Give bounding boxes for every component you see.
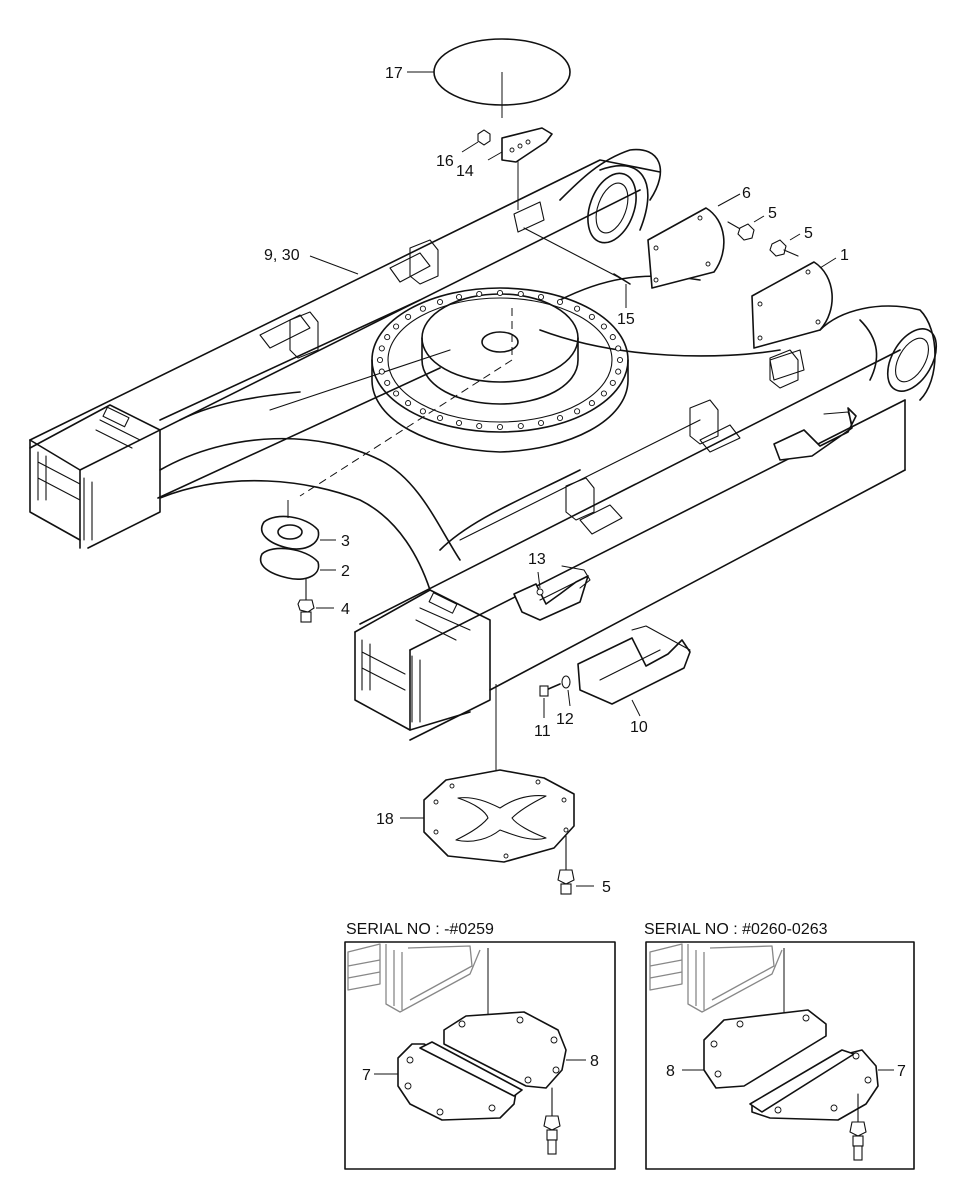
inset-left-callout-8: 8 bbox=[590, 1053, 599, 1070]
callout-3: 3 bbox=[341, 533, 350, 550]
ring-bolt-hole bbox=[419, 305, 426, 312]
callout-14: 14 bbox=[456, 163, 474, 180]
ring-bolt-hole bbox=[600, 390, 607, 397]
ring-bolt-hole bbox=[517, 290, 524, 298]
callout-9-30: 9, 30 bbox=[264, 247, 300, 264]
ring-bolt-hole bbox=[496, 423, 504, 431]
ring-bolt-hole bbox=[393, 390, 400, 397]
part-14-bracket bbox=[487, 127, 553, 210]
ring-bolt-hole bbox=[419, 408, 426, 415]
callout-4: 4 bbox=[341, 601, 350, 618]
ring-bolt-hole bbox=[556, 414, 564, 422]
ring-bolt-hole bbox=[378, 345, 385, 352]
ring-bolt-hole bbox=[405, 400, 412, 407]
part-5-bolt-c bbox=[557, 835, 594, 895]
inset-left-caption: SERIAL NO : -#0259 bbox=[346, 921, 494, 938]
part-10-step bbox=[577, 625, 691, 717]
ring-bolt-hole bbox=[616, 356, 624, 364]
inset-right: SERIAL NO : #0260-0263 8 7 bbox=[644, 921, 915, 1170]
ring-bolt-hole bbox=[588, 400, 595, 407]
part-15-pin bbox=[523, 227, 631, 308]
ring-bolt-hole bbox=[615, 345, 622, 352]
part-6-cover-plate bbox=[647, 193, 741, 289]
inset-right-callout-7: 7 bbox=[897, 1063, 906, 1080]
ring-bolt-hole bbox=[574, 305, 581, 312]
callout-1: 1 bbox=[840, 247, 849, 264]
ring-bolt-hole bbox=[405, 313, 412, 320]
inset-left-callout-7: 7 bbox=[362, 1067, 371, 1084]
part-4-bolt bbox=[297, 577, 334, 623]
ring-bolt-hole bbox=[517, 422, 524, 430]
part-3-gasket bbox=[261, 500, 336, 550]
callout-16: 16 bbox=[436, 153, 454, 170]
part-17-cover bbox=[407, 38, 571, 118]
ring-bolt-hole bbox=[556, 298, 564, 306]
ring-bolt-hole bbox=[376, 356, 384, 364]
ring-bolt-hole bbox=[496, 289, 504, 297]
part-13-step-bracket bbox=[513, 565, 591, 621]
ring-bolt-hole bbox=[476, 422, 483, 430]
part-16-bolt bbox=[461, 129, 491, 153]
part-11-bolt bbox=[539, 683, 561, 718]
callout-11: 11 bbox=[534, 723, 551, 740]
ring-bolt-hole bbox=[436, 414, 444, 422]
part-2-plate bbox=[259, 547, 336, 580]
ring-bolt-hole bbox=[600, 323, 607, 330]
inset-right-callout-8: 8 bbox=[666, 1063, 675, 1080]
callout-10: 10 bbox=[630, 719, 648, 736]
part-5-bolt-b bbox=[769, 233, 801, 257]
callout-17: 17 bbox=[385, 65, 403, 82]
part-5-bolt-a bbox=[727, 215, 765, 241]
ring-bolt-hole bbox=[537, 419, 545, 427]
part-12-washer bbox=[561, 675, 571, 707]
callout-18: 18 bbox=[376, 811, 394, 828]
ring-bolt-hole bbox=[455, 419, 463, 427]
ring-bolt-hole bbox=[384, 379, 391, 386]
callout-6: 6 bbox=[742, 185, 751, 202]
callout-2: 2 bbox=[341, 563, 350, 580]
inset-left: SERIAL NO : -#0259 7 8 bbox=[344, 921, 616, 1170]
ring-bolt-hole bbox=[609, 379, 616, 386]
ring-bolt-hole bbox=[588, 313, 595, 320]
bracket-under-1 bbox=[769, 349, 805, 381]
callout-5-a: 5 bbox=[768, 205, 777, 222]
part-18-guard-plate bbox=[400, 684, 575, 863]
ring-bolt-hole bbox=[537, 293, 545, 301]
ring-bolt-hole bbox=[574, 408, 581, 415]
ring-bolt-hole bbox=[609, 334, 616, 341]
ring-bolt-hole bbox=[436, 298, 444, 306]
inset-right-caption: SERIAL NO : #0260-0263 bbox=[644, 921, 828, 938]
ring-bolt-hole bbox=[615, 368, 622, 375]
callout-5-b: 5 bbox=[804, 225, 813, 242]
ring-bolt-hole bbox=[455, 293, 463, 301]
ring-bolt-hole bbox=[384, 334, 391, 341]
callout-5-c: 5 bbox=[602, 879, 611, 896]
part-13-step-bracket-rear bbox=[773, 407, 857, 461]
swing-bearing-mount bbox=[299, 287, 629, 497]
lower-frame bbox=[29, 148, 938, 741]
part-1-cover-plate bbox=[751, 257, 837, 349]
callout-12: 12 bbox=[556, 711, 574, 728]
ring-bolt-hole bbox=[393, 323, 400, 330]
ring-bolt-hole bbox=[476, 290, 483, 298]
ring-bolt-hole bbox=[378, 368, 385, 375]
callout-15: 15 bbox=[617, 311, 635, 328]
callout-13: 13 bbox=[528, 551, 546, 568]
